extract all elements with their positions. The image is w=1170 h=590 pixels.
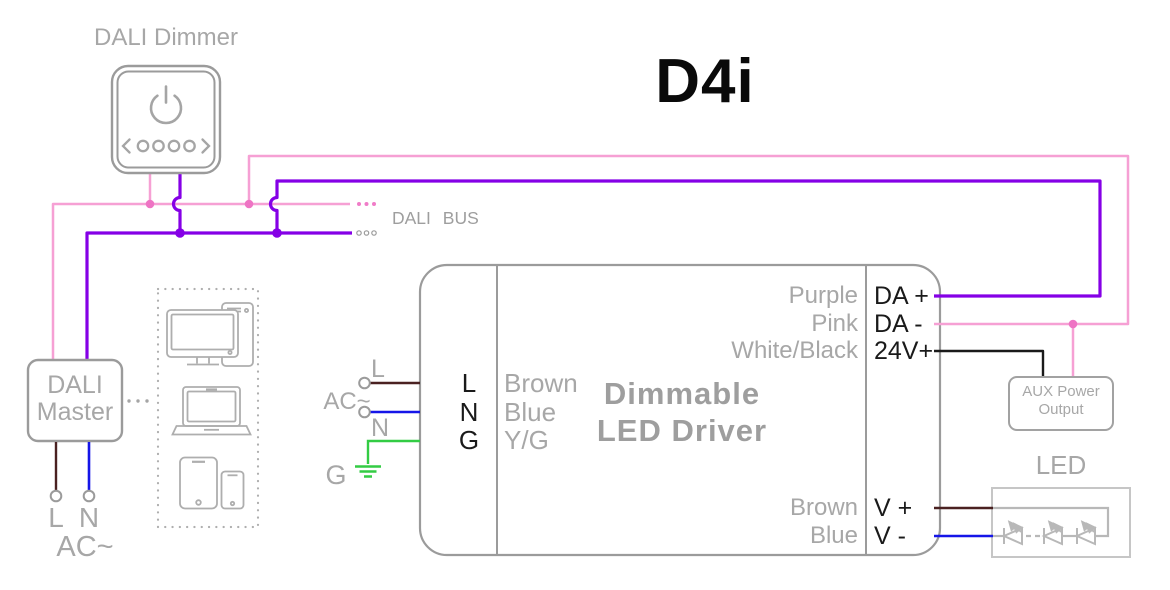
pink-junction-dot — [145, 199, 155, 209]
neutral-terminal — [358, 405, 371, 419]
master-mains-wires — [49, 442, 96, 503]
aux-power-box — [1008, 376, 1114, 431]
driver-name-line2: LED Driver — [596, 413, 768, 448]
led-output-wires — [934, 506, 993, 538]
phone-icon — [220, 470, 245, 510]
laptop-icon — [171, 386, 252, 436]
output-wires — [247, 154, 1130, 379]
green-ground-wire — [355, 439, 420, 478]
driver-wire-blue-label: Blue — [504, 397, 557, 427]
dali-master-label-line1: DALI — [47, 371, 103, 399]
ground-icon — [355, 465, 381, 478]
led-driver-box — [418, 263, 942, 557]
power-icon — [149, 85, 183, 125]
terminal-v-minus: V - — [874, 522, 906, 550]
master-live-terminal — [49, 489, 63, 503]
dali-master-label-line2: Master — [36, 398, 114, 426]
terminal-da-minus: DA - — [874, 310, 923, 338]
mains-neutral-label: N — [370, 414, 390, 442]
dali-bus-label: DALI BUS — [392, 208, 479, 228]
purple-da-plus-wire — [268, 179, 1102, 298]
terminal-da-plus: DA + — [874, 282, 929, 310]
master-live-label: L — [48, 502, 64, 533]
purple-bus-ellipsis-icon — [356, 230, 377, 236]
desktop-computer-icon — [166, 302, 254, 367]
dali-dimmer-box — [110, 64, 222, 175]
purple-junction-dot — [272, 228, 282, 238]
out-wire-brown-label: Brown — [789, 494, 858, 521]
mains-ac-label: AC~ — [323, 388, 371, 415]
master-neutral-terminal — [82, 489, 96, 503]
driver-wire-yg-label: Y/G — [504, 425, 549, 455]
live-terminal — [358, 376, 371, 390]
devices-dotted-border — [156, 287, 260, 529]
pink-junction-dot — [1068, 319, 1078, 329]
driver-terminal-l: L — [461, 368, 477, 398]
aux-power-label-line2: Output — [1038, 401, 1084, 418]
driver-wire-brown-label: Brown — [504, 368, 578, 398]
master-devices-link-dots — [127, 399, 149, 403]
black-24v-wire — [934, 349, 1045, 379]
out-wire-pink-label: Pink — [811, 310, 858, 337]
pink-bus-ellipsis-icon — [357, 202, 376, 206]
purple-bus-wire — [85, 231, 352, 362]
dali-dimmer-label: DALI Dimmer — [93, 24, 238, 51]
driver-terminal-n: N — [459, 397, 479, 427]
driver-terminal-g: G — [458, 425, 480, 455]
aux-power-label-line1: AUX Power — [1022, 383, 1100, 400]
led-label: LED — [1035, 450, 1087, 480]
driver-name-line1: Dimmable — [603, 376, 761, 411]
dali-master-label: DALI Master — [28, 372, 122, 426]
mains-input-wires — [355, 376, 420, 478]
led-internal-circuit — [993, 506, 1110, 538]
control-devices-group — [156, 287, 260, 529]
purple-junction-dot — [175, 228, 185, 238]
pink-junction-dot — [244, 199, 254, 209]
led-module-box — [991, 487, 1131, 558]
terminal-24v-plus: 24V+ — [874, 337, 934, 365]
page-title: D4i — [655, 47, 755, 116]
dali-master-box — [26, 358, 124, 443]
master-neutral-label: N — [78, 502, 100, 533]
out-wire-blue-label: Blue — [809, 522, 858, 549]
mains-ground-label: G — [325, 460, 347, 490]
dimmer-buttons-icon — [121, 138, 211, 154]
dimmer-purple-drop-wire — [171, 174, 182, 233]
out-wire-whiteblack-label: White/Black — [731, 337, 858, 364]
bus-continuation-dots — [356, 202, 377, 236]
master-ac-label: AC~ — [56, 531, 114, 563]
terminal-v-plus: V + — [874, 494, 913, 522]
tablet-icon — [179, 456, 218, 510]
out-wire-purple-label: Purple — [788, 282, 858, 309]
mains-live-label: L — [371, 355, 385, 383]
junction-dots — [145, 199, 1078, 329]
pink-da-minus-wire — [247, 154, 1130, 326]
